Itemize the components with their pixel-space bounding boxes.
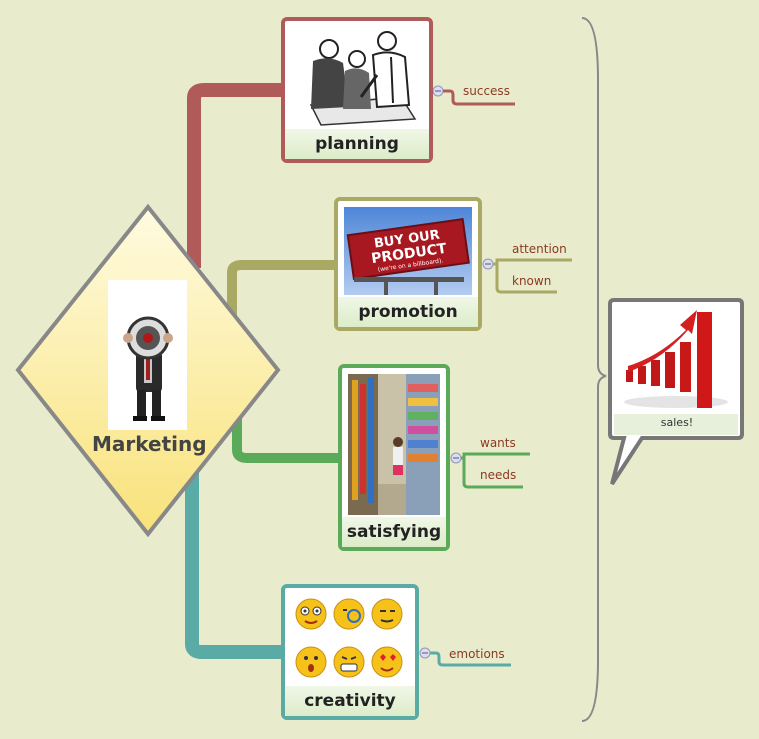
subtopic-wants[interactable]: wants: [480, 436, 516, 450]
megaphone-person-icon: [123, 316, 173, 421]
subtopic-emotions[interactable]: emotions: [449, 647, 505, 661]
topic-promotion[interactable]: BUY OUR PRODUCT (we're on a billboard). …: [334, 197, 482, 331]
callout-label: sales!: [660, 416, 694, 429]
subtopic-needs[interactable]: needs: [480, 468, 517, 482]
summary-brace: [581, 17, 607, 722]
sub-connector-needs: [462, 458, 523, 489]
central-topic-label: Marketing: [92, 432, 207, 456]
billboard-icon: BUY OUR PRODUCT (we're on a billboard).: [344, 207, 472, 295]
topic-label-promotion: promotion: [338, 297, 478, 327]
subtopic-attention[interactable]: attention: [512, 242, 567, 256]
topic-label-planning: planning: [285, 129, 429, 159]
branch-connector-promotion: [227, 260, 335, 318]
branch-connector-planning: [187, 83, 285, 268]
emoticons-icon: [291, 594, 409, 684]
business-meeting-sketch-icon: [291, 27, 423, 127]
store-aisle-icon: [348, 374, 440, 515]
branch-connector-creativity: [185, 472, 284, 659]
branch-connector-satisfying: [232, 412, 340, 463]
subtopic-known[interactable]: known: [512, 274, 552, 288]
sub-connector-known: [495, 264, 557, 294]
topic-label-creativity: creativity: [285, 686, 415, 716]
subtopic-success[interactable]: success: [463, 84, 510, 98]
topic-satisfying[interactable]: satisfying: [338, 364, 450, 551]
sub-connector-attention: [493, 258, 572, 266]
topic-creativity[interactable]: creativity: [281, 584, 419, 720]
sub-connector-wants: [461, 452, 530, 460]
sub-connector-emotions: [430, 651, 511, 667]
sub-connector-success: [443, 89, 515, 106]
topic-planning[interactable]: planning: [281, 17, 433, 163]
rising-sales-chart-icon: [624, 310, 728, 408]
topic-label-satisfying: satisfying: [342, 517, 446, 547]
